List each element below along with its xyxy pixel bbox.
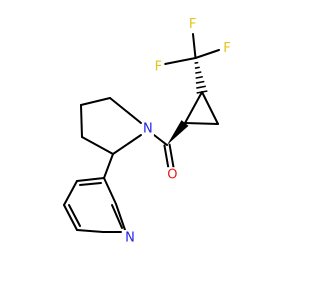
bond-pyridine-6 (115, 203, 126, 231)
bond-pyrrolidine-1 (80, 97, 111, 106)
bond-pyridine-2 (63, 180, 78, 206)
bond-cyclopropyl-2 (184, 122, 219, 125)
atom-label-layer: F F F N O N (124, 16, 233, 246)
atom-label-F1: F (155, 59, 162, 74)
bond-c-f2 (192, 33, 197, 59)
atom-label-F3: F (223, 41, 230, 56)
bond-carbonyl-o (163, 143, 175, 170)
bond-pyridine-3 (63, 204, 78, 231)
atom-N1: N (141, 120, 154, 137)
atom-label-F2: F (189, 17, 196, 32)
bond-cyclopropyl-carbonyl (167, 120, 189, 145)
bond-n-ch2 (109, 97, 142, 124)
atom-O1: O (166, 167, 179, 184)
atom-label-N1: N (143, 121, 153, 136)
bond-pyrrolidine-3 (81, 136, 114, 155)
bond-pyridine-7 (103, 177, 117, 205)
bond-c-f3 (194, 49, 220, 59)
atom-N2: N (124, 230, 136, 246)
bond-carbonyl-n (153, 134, 168, 146)
bond-n-ch (112, 134, 142, 155)
atom-label-O1: O (167, 168, 177, 183)
bond-pyridine-1-inner (79, 182, 102, 186)
bond-cyclopropyl-1 (201, 91, 219, 125)
atom-F1: F (152, 58, 165, 75)
bond-pyridine-4 (76, 229, 104, 233)
bond-pyridine-1 (76, 177, 105, 182)
bond-layer (63, 33, 220, 233)
atom-F2: F (186, 16, 199, 33)
molecule-canvas: F F F N O N (63, 16, 233, 246)
molecule-structure: F F F N O N (63, 16, 233, 246)
atom-label-N2: N (125, 231, 135, 246)
bond-cf3-cyclopropyl (194, 61, 208, 94)
atom-F3: F (221, 40, 233, 57)
bond-pyrrolidine-2 (80, 104, 83, 138)
bond-pyridine-3-inner (68, 204, 81, 227)
bond-ch-pyridine (103, 153, 114, 179)
bond-cyclopropyl-3 (184, 91, 203, 124)
bond-c-f1 (164, 57, 197, 65)
bond-pyridine-6-inner (111, 204, 123, 229)
